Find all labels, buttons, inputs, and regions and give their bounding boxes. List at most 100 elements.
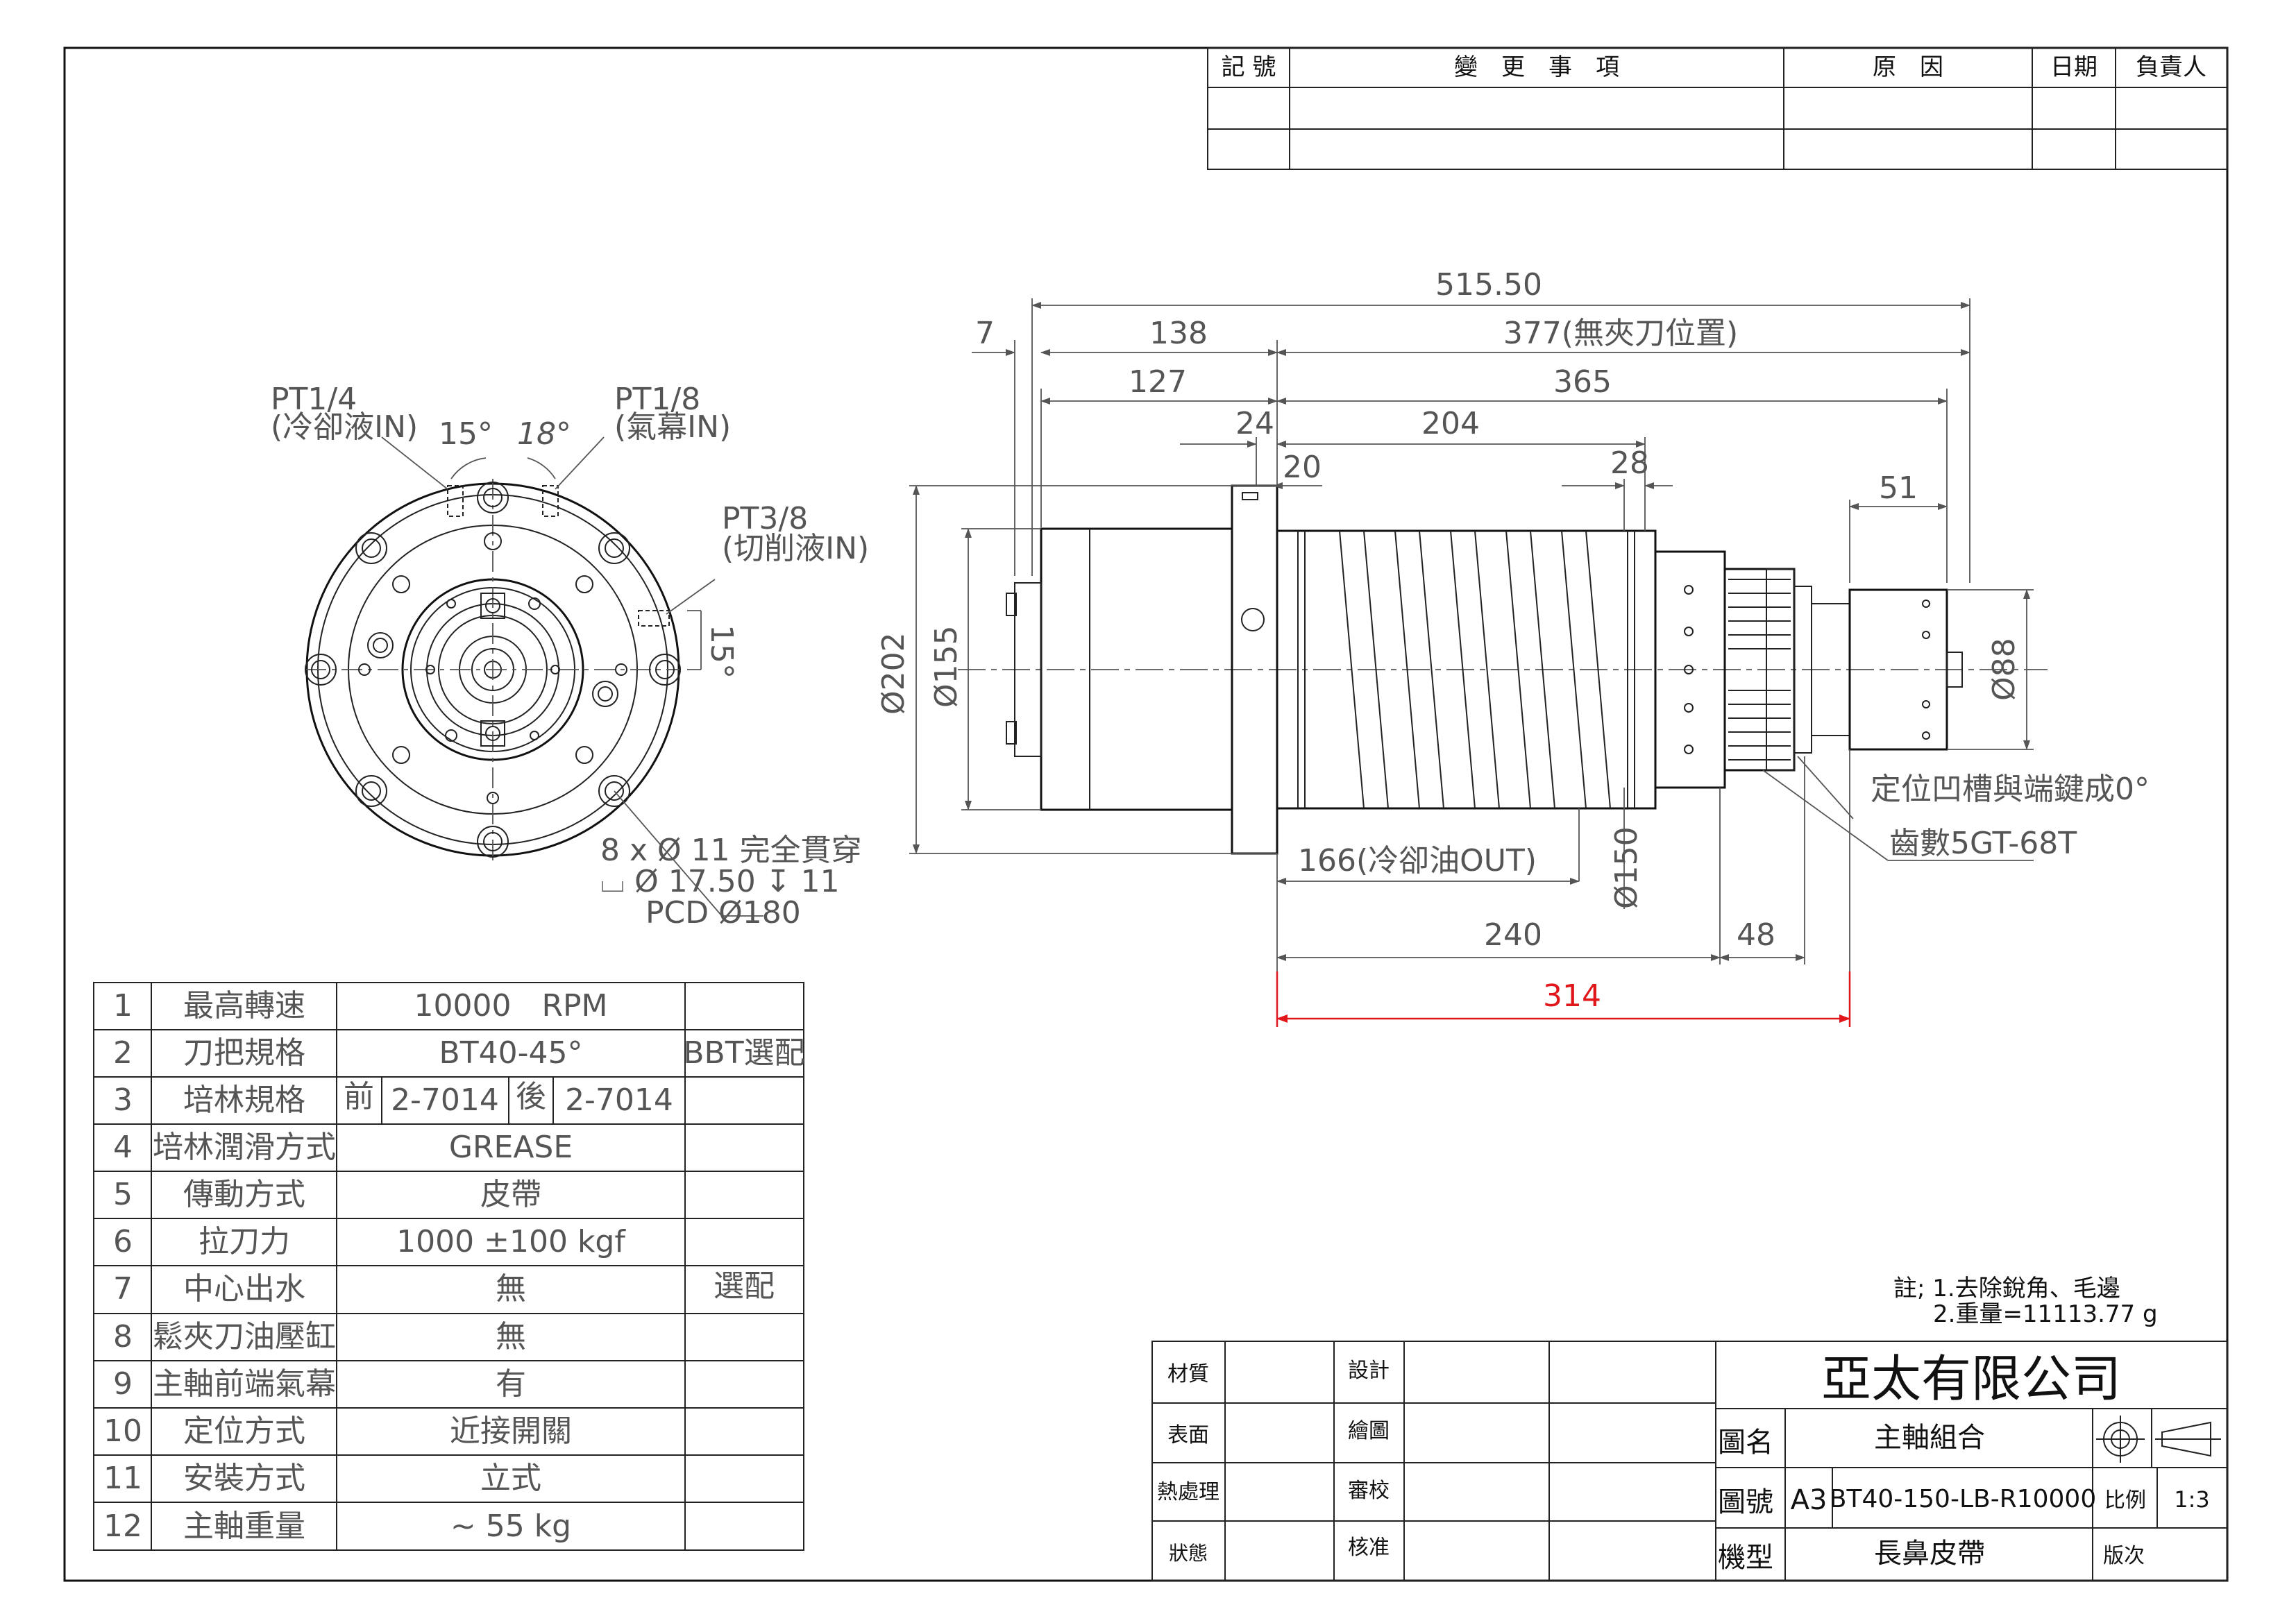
hole-note-3: PCD Ø180	[645, 895, 801, 931]
spec-no: 10	[103, 1413, 142, 1449]
spec-value: GREASE	[449, 1130, 573, 1165]
spec-item: 培林潤滑方式	[153, 1130, 336, 1165]
sheet-border	[63, 46, 2229, 1582]
rev-header-owner: 負責人	[2136, 53, 2206, 81]
port-right-name: PT1/8	[614, 382, 700, 417]
scale-value: 1:3	[2174, 1486, 2210, 1513]
drawing-name: 主軸組合	[1874, 1422, 1985, 1454]
label-scale: 比例	[2104, 1488, 2146, 1513]
spec-value: 無	[496, 1271, 526, 1307]
dim-28: 28	[1610, 445, 1649, 481]
model-value: 長鼻皮帶	[1874, 1538, 1985, 1570]
spec-value: BT40-45°	[439, 1035, 583, 1071]
rev-header-mark: 記 號	[1222, 53, 1276, 81]
dim-240: 240	[1484, 917, 1542, 953]
spec-item: 安裝方式	[183, 1461, 305, 1496]
spec-value: 無	[496, 1319, 526, 1354]
label-drawing-name: 圖名	[1718, 1427, 1773, 1459]
dim-314: 314	[1543, 978, 1601, 1014]
dim-138: 138	[1149, 316, 1208, 351]
side-view: 515.50 7 138 377(無夾刀位置) 127 365 24 204 2…	[876, 267, 2150, 1027]
spec-front-label: 前	[344, 1079, 374, 1114]
revision-table: 記 號 變 更 事 項 原 因 日期 負責人	[1207, 47, 2228, 170]
spec-item: 主軸前端氣幕	[153, 1366, 336, 1402]
port-left-name: PT1/4	[271, 382, 357, 417]
label-heat: 熱處理	[1157, 1480, 1219, 1504]
port-side-name: PT3/8	[722, 501, 808, 536]
dim-dia88: Ø88	[1986, 638, 2022, 701]
label-material: 材質	[1167, 1362, 1209, 1386]
spec-note: 選配	[714, 1268, 775, 1304]
note-line-2: 2.重量=11113.77 g	[1933, 1300, 2158, 1328]
spec-note: BBT選配	[683, 1035, 804, 1071]
spec-value: 近接開關	[450, 1413, 572, 1449]
spec-item: 傳動方式	[183, 1177, 305, 1212]
port-left-desc: (冷卻液IN)	[271, 409, 418, 445]
spec-item: 拉刀力	[199, 1224, 290, 1259]
projection-symbol-icon	[2096, 1416, 2221, 1463]
port-right-desc: (氣幕IN)	[614, 409, 731, 445]
spec-no: 4	[113, 1130, 133, 1165]
spec-front-value: 2-7014	[391, 1082, 499, 1118]
dim-20: 20	[1283, 450, 1322, 485]
dim-377: 377(無夾刀位置)	[1503, 316, 1738, 351]
spec-value: 立式	[480, 1461, 541, 1496]
drawing-number: BT40-150-LB-R10000	[1830, 1485, 2096, 1513]
spec-item: 培林規格	[183, 1082, 305, 1118]
dim-24: 24	[1235, 406, 1274, 441]
dim-127: 127	[1129, 364, 1187, 400]
title-block: 亞太有限公司 材質 表面 熱處理 狀態 設計 繪圖 審校 核准 圖名 主軸組合 …	[1151, 1341, 2228, 1581]
hole-note-1: 8 x Ø 11 完全貫穿	[600, 833, 862, 868]
label-check: 審校	[1348, 1479, 1390, 1503]
spec-no: 8	[113, 1319, 133, 1354]
spec-value: 皮帶	[480, 1177, 541, 1212]
label-surface: 表面	[1167, 1423, 1209, 1447]
note-teeth: 齒數5GT-68T	[1889, 826, 2077, 861]
dim-48: 48	[1737, 917, 1775, 953]
spec-table: 1 最高轉速 10000 RPM 2 刀把規格 BT40-45° BBT選配 3…	[93, 982, 805, 1551]
angle-right: 18°	[517, 416, 571, 452]
spec-item: 定位方式	[183, 1413, 305, 1449]
spec-rear-label: 後	[516, 1079, 546, 1114]
dim-dia155: Ø155	[929, 625, 964, 708]
spec-value: 有	[496, 1366, 526, 1402]
note-line-1: 註; 1.去除銳角、毛邊	[1893, 1275, 2120, 1302]
label-approve: 核准	[1348, 1536, 1390, 1560]
dim-166: 166(冷卻油OUT)	[1298, 843, 1537, 878]
label-drawing-number: 圖號	[1718, 1486, 1773, 1518]
spec-item: 刀把規格	[183, 1035, 305, 1071]
spec-value: 10000 RPM	[414, 988, 607, 1023]
spec-item: 中心出水	[183, 1271, 305, 1307]
spec-rear-value: 2-7014	[565, 1082, 673, 1118]
rev-header-change: 變 更 事 項	[1454, 53, 1619, 81]
label-status: 狀態	[1169, 1542, 1208, 1565]
hole-note-2: ⌴ Ø 17.50 ↧ 11	[600, 864, 840, 899]
rev-header-date: 日期	[2050, 53, 2097, 81]
spec-no: 7	[113, 1271, 133, 1307]
rev-header-reason: 原 因	[1873, 53, 1943, 81]
front-view: PT1/4 (冷卻液IN) PT1/8 (氣幕IN) PT3/8 (切削液IN)…	[271, 382, 869, 931]
dim-7: 7	[975, 316, 995, 351]
sheet-size: A3	[1791, 1484, 1827, 1516]
note-key: 定位凹槽與端鍵成0°	[1871, 772, 2150, 807]
port-side-desc: (切削液IN)	[722, 531, 869, 566]
dim-204: 204	[1421, 406, 1480, 441]
spec-no: 2	[113, 1035, 133, 1071]
label-design: 設計	[1348, 1359, 1390, 1383]
spec-item: 最高轉速	[183, 988, 305, 1023]
label-draw: 繪圖	[1348, 1419, 1390, 1443]
dim-dia150: Ø150	[1609, 826, 1644, 909]
angle-left: 15°	[439, 416, 493, 452]
dim-365: 365	[1553, 364, 1612, 400]
label-model: 機型	[1718, 1542, 1773, 1574]
spec-value: ~ 55 kg	[450, 1509, 571, 1544]
spec-no: 3	[113, 1082, 133, 1118]
spec-value: 1000 ±100 kgf	[396, 1224, 626, 1259]
label-version: 版次	[2103, 1544, 2145, 1568]
spec-no: 11	[103, 1461, 142, 1496]
dim-51: 51	[1879, 470, 1918, 506]
spec-no: 1	[113, 988, 133, 1023]
dim-overall: 515.50	[1435, 267, 1542, 303]
dim-dia202: Ø202	[876, 632, 911, 715]
